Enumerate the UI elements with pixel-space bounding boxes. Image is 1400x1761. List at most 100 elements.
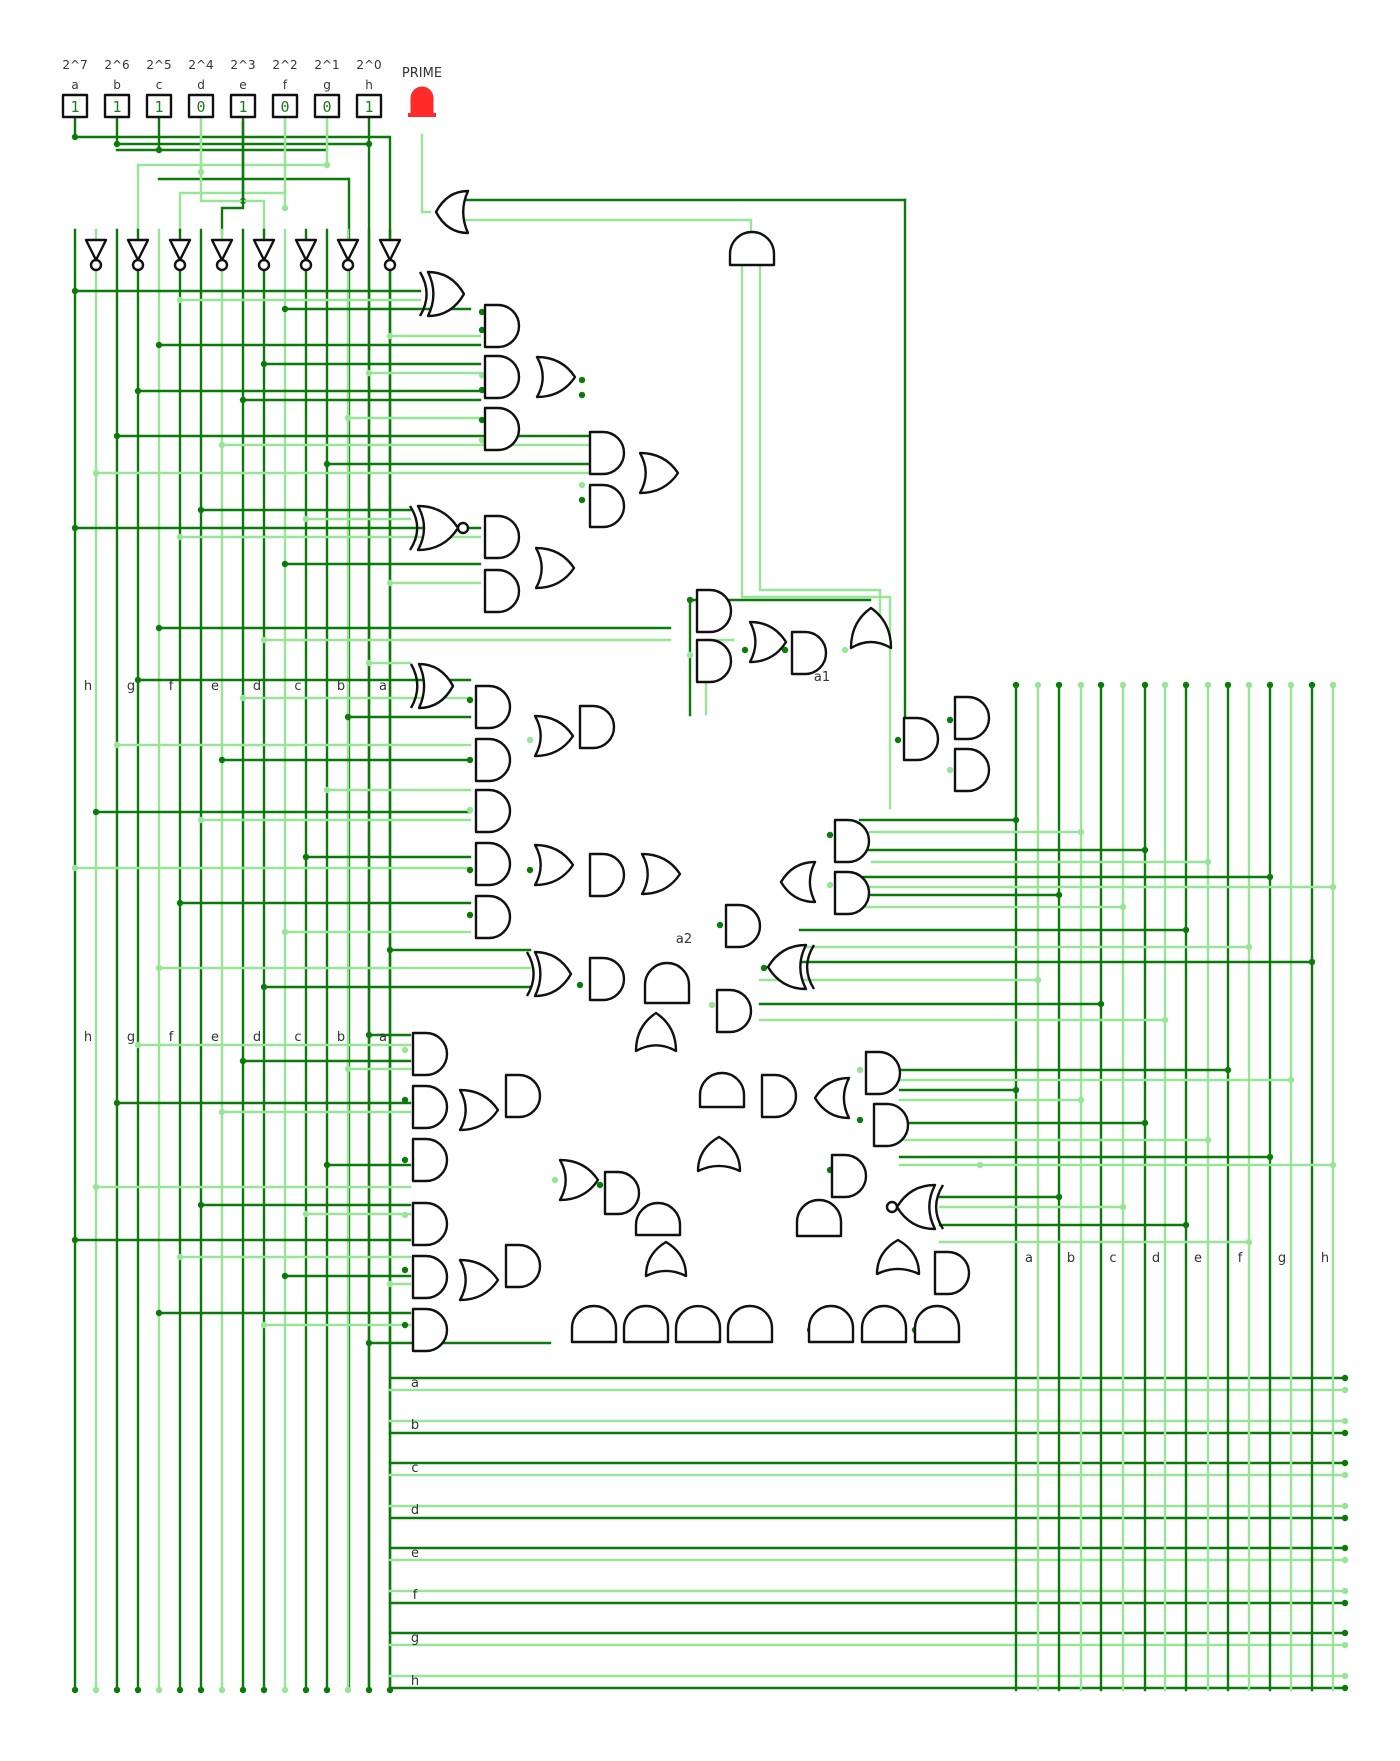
input-name-e: e [239,78,246,92]
bus-label-right-h: h [1321,1251,1329,1266]
junction-dot [578,496,586,504]
bus-label-right-e: e [1194,1251,1202,1266]
input-switch-f[interactable]: 0 [271,93,299,119]
junction-dot [386,1280,394,1288]
junction-dot [1329,883,1337,891]
junction-dot [401,1156,409,1164]
junction-dot [197,1201,205,1209]
bus-label-lower-g: g [127,1030,135,1045]
and-gate [474,841,512,887]
bus-label-upper-b: b [337,679,345,694]
junction-dot [1097,1000,1105,1008]
junction-dot [826,831,834,839]
bus-label-bottom-c: c [411,1461,418,1476]
junction-dot [946,716,954,724]
junction-dot [1341,1556,1349,1564]
junction-dot [526,736,534,744]
junction-dot [1341,1641,1349,1649]
input-switch-h[interactable]: 1 [355,93,383,119]
and-gate [603,1170,641,1216]
junction-dot [302,1210,310,1218]
junction-dot [1097,681,1105,689]
bus-label-upper-e: e [211,679,219,694]
input-name-g: g [323,78,331,92]
and-gate [790,630,828,676]
junction-dot [1161,1016,1169,1024]
bus-label-bottom-e: e [411,1546,419,1561]
junction-dot [365,1339,373,1347]
junction-dot [239,694,247,702]
input-switch-d[interactable]: 0 [187,93,215,119]
junction-dot [281,204,289,212]
junction-dot [1204,681,1212,689]
junction-dot [134,387,142,395]
and-gate [833,870,871,916]
input-switch-b[interactable]: 1 [103,93,131,119]
or-gate [895,1183,937,1231]
junction-dot [716,921,724,929]
junction-dot [466,806,474,814]
junction-dot [323,1686,331,1694]
junction-dot [1141,846,1149,854]
bus-label-lower-d: d [253,1030,261,1045]
junction-dot [1341,1514,1349,1522]
junction-dot [578,481,586,489]
wire [157,177,351,1692]
bus-label-bottom-f: f [413,1588,418,1603]
bus-label-lower-b: b [337,1030,345,1045]
and-gate [860,1304,908,1344]
junction-dot [365,369,373,377]
junction-dot [1245,943,1253,951]
wire [461,198,907,227]
junction-dot [155,341,163,349]
junction-dot [1341,1502,1349,1510]
or-gate [813,1076,851,1120]
input-power-h: 2^0 [356,58,381,72]
junction-dot [1077,828,1085,836]
junction-dot [401,1046,409,1054]
input-value-h: 1 [364,98,373,116]
junction-dot [155,624,163,632]
junction-dot [1182,1221,1190,1229]
or-gate [533,714,575,758]
input-switch-e[interactable]: 1 [229,93,257,119]
and-gate [913,1304,961,1344]
junction-dot [239,1057,247,1065]
and-gate [474,737,512,783]
junction-dot [344,414,352,422]
bus-label-right-g: g [1278,1251,1286,1266]
and-gate [695,588,733,634]
wire [73,135,392,1692]
junction-dot [260,636,268,644]
input-name-f: f [283,78,288,92]
junction-dot [260,360,268,368]
junction-dot [134,1686,142,1694]
inverter-bubble [383,258,397,272]
inverter-bubble [341,258,355,272]
and-gate [588,483,626,529]
bus-label-bottom-b: b [411,1418,419,1433]
and-gate [715,988,753,1034]
inverter-bubble [131,258,145,272]
or-gate [640,852,682,896]
input-value-e: 1 [238,98,247,116]
or-gate [779,860,817,904]
and-gate [807,1304,855,1344]
junction-dot [365,1031,373,1039]
input-switch-g[interactable]: 0 [313,93,341,119]
junction-dot [71,1686,79,1694]
or-gate [533,843,575,887]
junction-dot [365,1686,373,1694]
bus-label-lower-a: a [379,1030,387,1045]
junction-dot [1329,681,1337,689]
not-gate [168,238,192,262]
junction-dot [344,1065,352,1073]
junction-dot [1245,1238,1253,1246]
input-switch-a[interactable]: 1 [61,93,89,119]
junction-dot [856,1116,864,1124]
junction-dot [386,579,394,587]
wire-layer [71,115,1349,1694]
bus-label-upper-h: h [84,679,92,694]
input-switch-c[interactable]: 1 [145,93,173,119]
or-gate [766,943,808,991]
